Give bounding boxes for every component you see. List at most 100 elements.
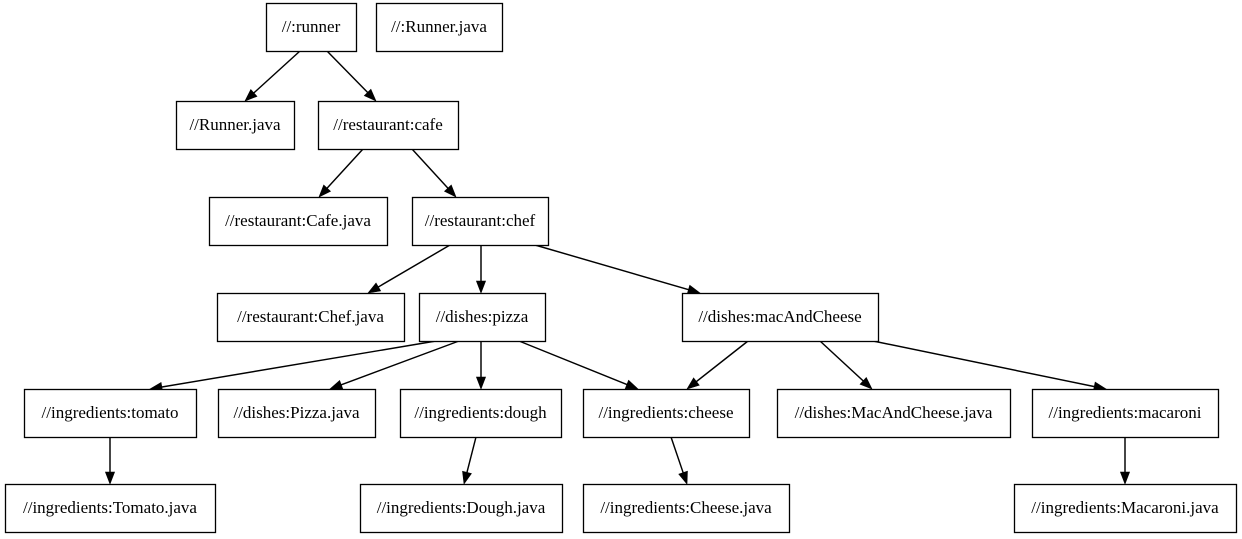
node-box[interactable] <box>1031 388 1220 439</box>
edge-arrowhead-icon <box>1119 471 1131 485</box>
edge-arrowhead-icon <box>462 470 472 485</box>
edge-arrowhead-icon <box>104 471 116 485</box>
node-label: //ingredients:cheese <box>598 403 733 422</box>
edge-line <box>518 340 629 386</box>
node-box[interactable] <box>4 483 217 534</box>
graph-node-restaurant_cafe[interactable]: //restaurant:cafe <box>317 100 460 151</box>
edge-line <box>694 340 749 384</box>
node-box[interactable] <box>411 196 550 247</box>
node-label: //ingredients:Dough.java <box>377 498 546 517</box>
node-label: //ingredients:dough <box>414 403 547 422</box>
edge-arrowhead-icon <box>318 184 332 198</box>
edge-line <box>670 436 685 475</box>
nodes-layer: //:runner //:Runner.java //Runner.java //re… <box>4 2 1238 534</box>
node-label: //dishes:macAndCheese <box>698 307 861 326</box>
edge-arrowhead-icon <box>859 376 873 390</box>
node-box[interactable] <box>217 388 377 439</box>
graph-node-macaroni_java[interactable]: //ingredients:Macaroni.java <box>1013 483 1238 534</box>
edge-arrowhead-icon <box>329 379 344 390</box>
node-label: //ingredients:Macaroni.java <box>1031 498 1219 517</box>
edge-arrowhead-icon <box>367 282 382 294</box>
graph-node-ing_dough[interactable]: //ingredients:dough <box>399 388 563 439</box>
edge-line <box>819 340 865 383</box>
node-box[interactable] <box>175 100 296 151</box>
edge-line <box>160 340 437 388</box>
graph-edge <box>475 341 487 390</box>
graph-edge <box>462 436 477 485</box>
node-box[interactable] <box>582 483 791 534</box>
graph-node-restaurant_chef[interactable]: //restaurant:chef <box>411 196 550 247</box>
edge-line <box>376 244 451 289</box>
node-box[interactable] <box>375 2 504 53</box>
edge-line <box>872 340 1096 388</box>
node-label: //:runner <box>282 17 341 36</box>
node-box[interactable] <box>399 388 563 439</box>
graph-edge <box>819 340 873 390</box>
graph-edge <box>367 244 451 294</box>
node-box[interactable] <box>418 292 547 343</box>
node-label: //restaurant:Chef.java <box>237 307 384 326</box>
node-label: //:Runner.java <box>391 17 487 36</box>
node-box[interactable] <box>265 2 358 53</box>
edge-arrowhead-icon <box>678 470 688 485</box>
node-label: //ingredients:macaroni <box>1049 403 1202 422</box>
node-box[interactable] <box>208 196 389 247</box>
edges-layer <box>104 50 1131 485</box>
graph-node-tomato_java[interactable]: //ingredients:Tomato.java <box>4 483 217 534</box>
graph-node-runner_java[interactable]: //Runner.java <box>175 100 296 151</box>
graph-edge <box>872 340 1107 392</box>
graph-node-dishes_mac[interactable]: //dishes:macAndCheese <box>681 292 880 343</box>
graph-edge <box>670 436 688 485</box>
node-label: //ingredients:Tomato.java <box>23 498 197 517</box>
edge-arrowhead-icon <box>686 284 701 295</box>
graph-node-ing_macaroni[interactable]: //ingredients:macaroni <box>1031 388 1220 439</box>
edge-line <box>465 436 477 475</box>
edge-line <box>411 148 450 190</box>
graph-edge <box>104 437 116 485</box>
graph-node-chef_java[interactable]: //restaurant:Chef.java <box>216 292 406 343</box>
graph-node-ing_tomato[interactable]: //ingredients:tomato <box>23 388 198 439</box>
node-box[interactable] <box>582 388 751 439</box>
edge-line <box>339 340 460 387</box>
graph-node-cheese_java[interactable]: //ingredients:Cheese.java <box>582 483 791 534</box>
node-label: //restaurant:Cafe.java <box>225 211 371 230</box>
node-label: //dishes:MacAndCheese.java <box>795 403 993 422</box>
edge-line <box>326 50 370 95</box>
graph-edge <box>518 340 639 390</box>
node-box[interactable] <box>317 100 460 151</box>
node-box[interactable] <box>776 388 1012 439</box>
graph-node-cafe_java[interactable]: //restaurant:Cafe.java <box>208 196 389 247</box>
edge-arrowhead-icon <box>475 280 487 294</box>
edge-arrowhead-icon <box>244 88 258 102</box>
graph-node-dough_java[interactable]: //ingredients:Dough.java <box>359 483 564 534</box>
node-box[interactable] <box>216 292 406 343</box>
node-label: //ingredients:Cheese.java <box>600 498 772 517</box>
graph-node-pizza_java[interactable]: //dishes:Pizza.java <box>217 388 377 439</box>
graph-node-ing_cheese[interactable]: //ingredients:cheese <box>582 388 751 439</box>
graph-node-dishes_pizza[interactable]: //dishes:pizza <box>418 292 547 343</box>
node-box[interactable] <box>23 388 198 439</box>
graph-edge <box>475 245 487 294</box>
node-label: //dishes:Pizza.java <box>233 403 360 422</box>
node-label: //dishes:pizza <box>436 307 529 326</box>
graph-node-runner[interactable]: //:runner <box>265 2 358 53</box>
edge-line <box>325 148 364 190</box>
node-label: //restaurant:cafe <box>333 115 443 134</box>
node-label: //ingredients:tomato <box>42 403 179 422</box>
node-label: //Runner.java <box>189 115 281 134</box>
graph-node-mac_java[interactable]: //dishes:MacAndCheese.java <box>776 388 1012 439</box>
graph-edge <box>411 148 457 198</box>
graph-edge <box>686 340 749 390</box>
node-box[interactable] <box>359 483 564 534</box>
graph-node-runner_java_root[interactable]: //:Runner.java <box>375 2 504 53</box>
node-box[interactable] <box>1013 483 1238 534</box>
graph-edge <box>326 50 377 102</box>
node-box[interactable] <box>681 292 880 343</box>
graph-edge <box>1119 437 1131 485</box>
edge-arrowhead-icon <box>686 377 700 390</box>
node-label: //restaurant:chef <box>425 211 536 230</box>
graph-edge <box>318 148 364 198</box>
edge-arrowhead-icon <box>475 376 487 390</box>
edge-line <box>534 244 691 291</box>
